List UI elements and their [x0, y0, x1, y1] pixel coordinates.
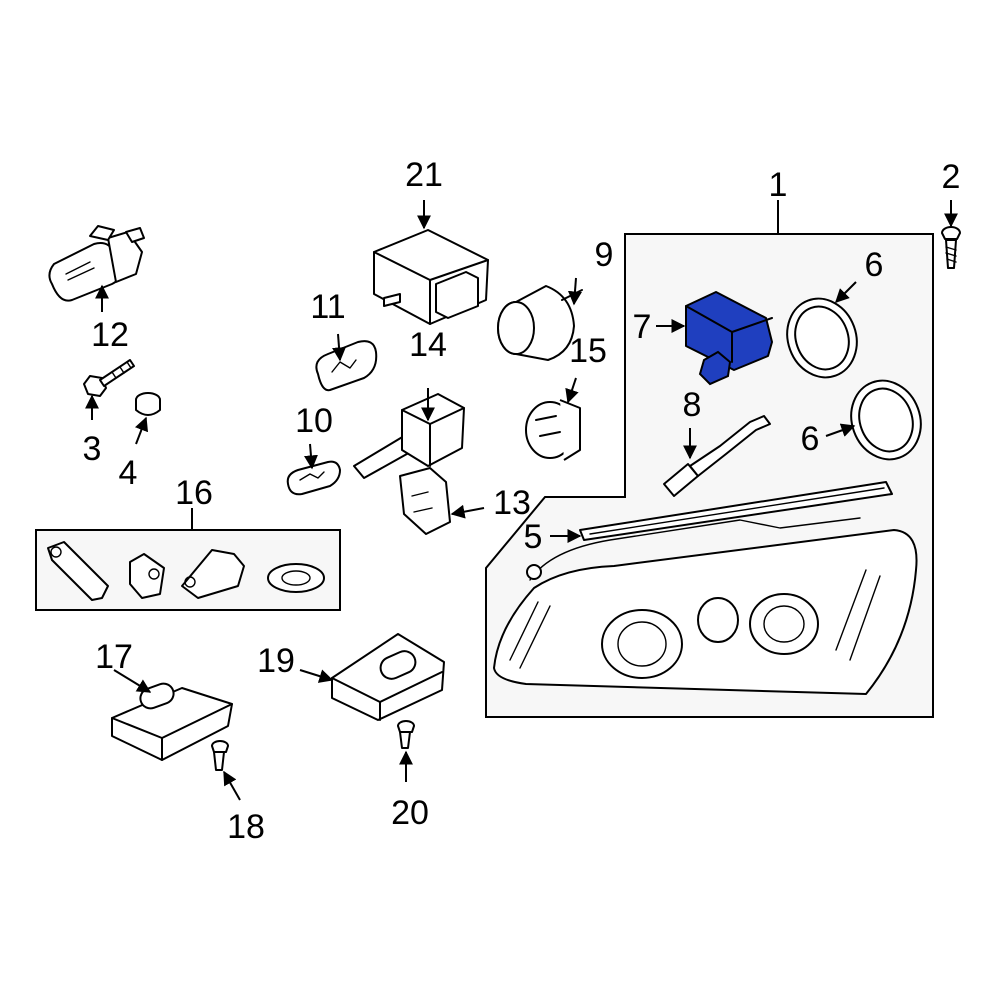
callout-20: 20: [391, 794, 429, 832]
callout-11: 11: [310, 288, 345, 326]
part-screw-18[interactable]: [211, 740, 229, 771]
callout-9: 9: [595, 236, 614, 274]
callout-6b: 6: [801, 420, 820, 458]
callout-10: 10: [295, 402, 333, 440]
part-leveling-motor-7[interactable]: [685, 291, 773, 386]
leader-arrows: [85, 200, 958, 801]
part-bulb-14[interactable]: [353, 393, 465, 479]
part-ballast-17[interactable]: [111, 681, 233, 761]
part-bulb-10[interactable]: [286, 460, 341, 496]
part-ballast-19[interactable]: [331, 633, 445, 721]
part-screw-20[interactable]: [397, 720, 415, 749]
callout-6a: 6: [865, 246, 884, 284]
part-harness-8[interactable]: [663, 415, 771, 497]
callout-17: 17: [95, 638, 133, 676]
part-bulb-11[interactable]: [315, 340, 378, 392]
callout-18: 18: [227, 808, 265, 846]
part-seal-strip-5[interactable]: [579, 481, 893, 541]
part-bolt-3[interactable]: [83, 359, 135, 397]
callout-21: 21: [405, 156, 443, 194]
callout-1: 1: [769, 166, 788, 204]
part-socket-9[interactable]: [497, 285, 583, 361]
callout-4: 4: [119, 454, 138, 492]
callout-16: 16: [175, 474, 213, 512]
callout-5: 5: [524, 518, 543, 556]
part-screw-2[interactable]: [941, 226, 961, 269]
callout-15: 15: [569, 332, 607, 370]
part-bracket-13[interactable]: [399, 467, 451, 535]
part-ring-6b[interactable]: [840, 371, 931, 469]
callout-14: 14: [409, 326, 447, 364]
callout-7: 7: [633, 308, 652, 346]
part-module-21[interactable]: [373, 229, 489, 325]
callout-labels: 1 2 3 4 5 6 6 7 8 9 10 11 12 13 14 15 16…: [83, 156, 961, 846]
part-ring-6a[interactable]: [776, 289, 867, 387]
callout-2: 2: [942, 158, 961, 196]
callout-8: 8: [683, 386, 702, 424]
part-bulb-12[interactable]: [48, 225, 145, 302]
callout-19: 19: [257, 642, 295, 680]
callout-3: 3: [83, 430, 102, 468]
part-plug-4[interactable]: [135, 392, 161, 416]
callout-12: 12: [91, 316, 129, 354]
callout-13: 13: [493, 484, 531, 522]
part-bracket-kit-16[interactable]: [47, 541, 325, 601]
part-headlamp-housing: [493, 517, 918, 695]
part-socket-15[interactable]: [525, 399, 581, 461]
